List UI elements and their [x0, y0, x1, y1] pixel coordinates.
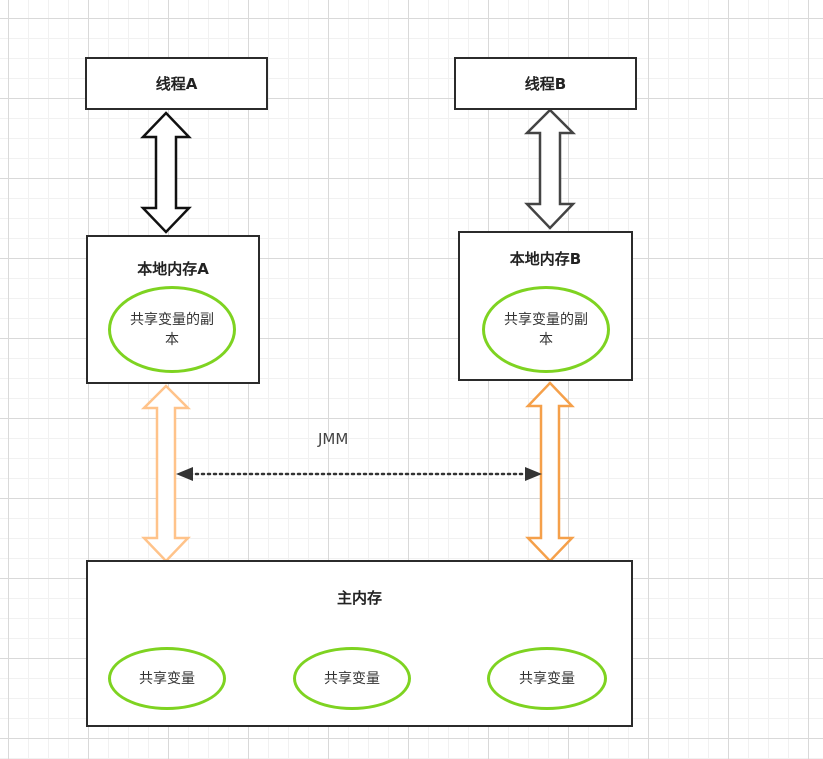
jmm-arrowhead-right — [525, 467, 542, 481]
shared-variable-1-label: 共享变量 — [139, 670, 195, 687]
thread-b-box: 线程B — [454, 57, 637, 110]
memory-a-double-arrow — [140, 384, 192, 563]
local-memory-a-copy-label: 共享变量的副本 — [130, 311, 214, 348]
shared-variable-3: 共享变量 — [487, 647, 607, 710]
local-memory-b-title: 本地内存B — [509, 250, 582, 268]
local-memory-a-copy: 共享变量的副本 — [108, 286, 236, 373]
thread-b-label: 线程B — [524, 75, 567, 93]
memory-b-double-arrow — [525, 381, 575, 563]
local-memory-b-copy: 共享变量的副本 — [482, 286, 610, 373]
thread-a-box: 线程A — [85, 57, 268, 110]
thread-b-double-arrow — [523, 108, 577, 230]
local-memory-a-box: 本地内存A 共享变量的副本 — [86, 235, 260, 384]
main-memory-box: 主内存 共享变量 共享变量 共享变量 — [86, 560, 633, 727]
local-memory-b-box: 本地内存B 共享变量的副本 — [458, 231, 633, 381]
thread-a-double-arrow — [140, 111, 192, 234]
shared-variable-2: 共享变量 — [293, 647, 411, 710]
shared-variable-3-label: 共享变量 — [519, 670, 575, 687]
local-memory-a-title: 本地内存A — [137, 260, 209, 278]
main-memory-title: 主内存 — [336, 589, 382, 607]
thread-a-label: 线程A — [155, 75, 198, 93]
jmm-label: JMM — [318, 430, 349, 448]
shared-variable-2-label: 共享变量 — [324, 670, 380, 687]
local-memory-b-copy-label: 共享变量的副本 — [504, 311, 588, 348]
shared-variable-1: 共享变量 — [108, 647, 226, 710]
jmm-arrowhead-left — [176, 467, 193, 481]
